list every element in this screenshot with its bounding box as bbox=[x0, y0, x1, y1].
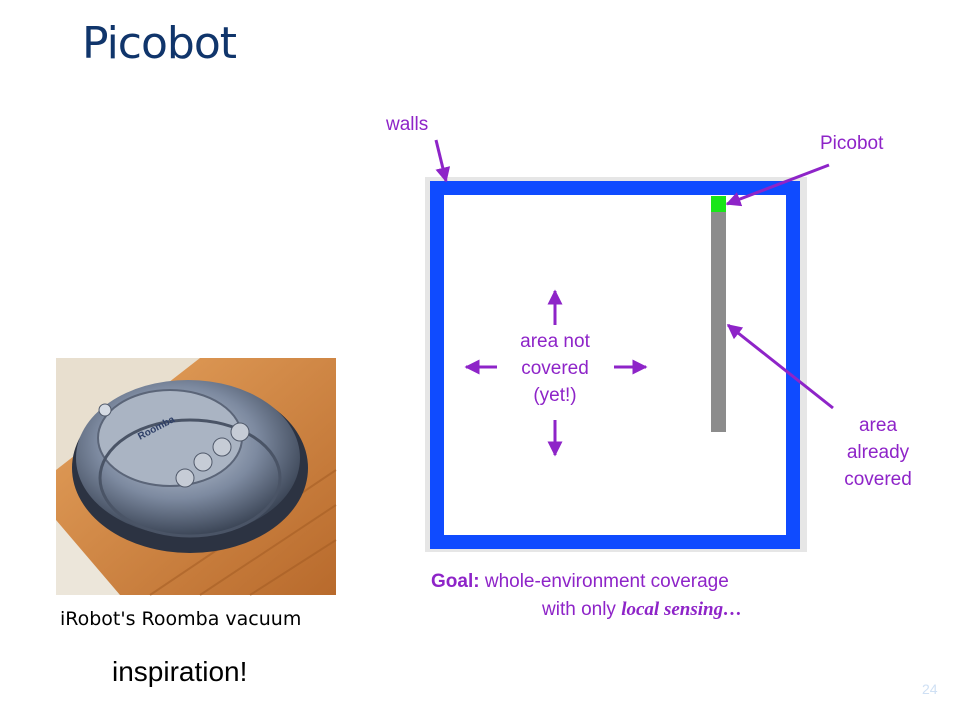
inspiration-text: inspiration! bbox=[112, 656, 248, 687]
covered-line-2: already bbox=[846, 442, 910, 463]
not-covered-line-3: (yet!) bbox=[533, 385, 577, 406]
roomba-button-4 bbox=[230, 422, 250, 442]
covered-arrow bbox=[726, 323, 834, 410]
covered-line-3: covered bbox=[844, 469, 912, 490]
not-covered-line-2: covered bbox=[521, 358, 589, 379]
roomba-bumper bbox=[98, 418, 282, 538]
goal-line-1: Goal: whole-environment coverage bbox=[431, 568, 831, 596]
walls-label: walls bbox=[386, 114, 429, 135]
covered-line-1: area bbox=[858, 415, 898, 436]
goal-emphasis: local sensing bbox=[621, 599, 724, 620]
roomba-button-1 bbox=[175, 468, 195, 488]
walls-rect bbox=[430, 181, 800, 549]
page-number: 24 bbox=[922, 681, 938, 697]
covered-trail bbox=[711, 205, 726, 432]
roomba-button-2 bbox=[193, 452, 213, 472]
goal-line-2-start: with only bbox=[542, 599, 616, 620]
covered-label: area already covered bbox=[818, 412, 938, 493]
walls-arrow bbox=[434, 139, 451, 183]
picobot-arrow bbox=[725, 163, 830, 207]
roomba-sensor bbox=[98, 403, 112, 417]
slide-title: Picobot bbox=[82, 18, 237, 69]
goal-text: Goal: whole-environment coverage with on… bbox=[431, 568, 831, 624]
goal-ellipsis: … bbox=[723, 599, 743, 620]
not-covered-label: area not covered (yet!) bbox=[495, 328, 615, 409]
photo-caption: iRobot's Roomba vacuum bbox=[60, 608, 302, 630]
goal-line-2: with only local sensing… bbox=[431, 596, 831, 624]
picobot-robot bbox=[711, 196, 726, 212]
goal-line-1-rest: whole-environment coverage bbox=[484, 571, 729, 592]
picobot-label: Picobot bbox=[820, 133, 884, 154]
roomba-button-3 bbox=[212, 437, 232, 457]
not-covered-line-1: area not bbox=[520, 331, 590, 352]
rug-corner bbox=[56, 520, 120, 595]
goal-prefix: Goal: bbox=[431, 571, 480, 592]
